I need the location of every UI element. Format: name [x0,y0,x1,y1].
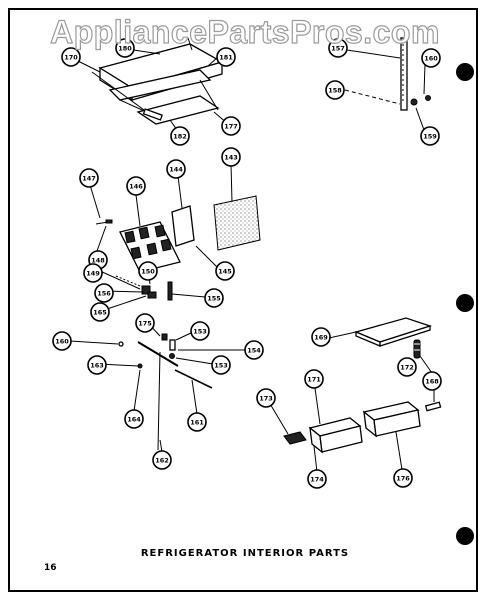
binder-hole-top [456,63,474,81]
svg-text:176: 176 [396,475,410,483]
svg-text:149: 149 [86,270,100,278]
callout-147: 147 [79,168,99,188]
callout-155: 155 [204,288,224,308]
site-watermark: AppliancePartsPros.com [49,13,440,50]
svg-text:150: 150 [141,268,155,276]
fastener-parts [118,333,213,451]
crisper-drawer-assembly [283,317,442,454]
svg-text:182: 182 [173,133,187,141]
callout-171: 171 [304,369,324,389]
svg-text:173: 173 [259,395,273,403]
callout-153: 153 [190,321,210,341]
shelf-frame-assembly [91,43,224,125]
control-panel-assembly [95,195,261,301]
svg-text:155: 155 [207,295,221,303]
svg-text:148: 148 [91,257,105,265]
svg-text:177: 177 [224,123,238,131]
callout-168: 168 [422,371,442,391]
diagram-caption: REFRIGERATOR INTERIOR PARTS [140,548,350,559]
callout-149: 149 [83,263,103,283]
vertical-rail-assembly [344,37,431,111]
callout-153-lower: 153 [211,355,231,375]
callout-164: 164 [124,409,144,429]
callout-145: 145 [215,261,235,281]
svg-text:144: 144 [169,166,183,174]
callout-158: 158 [325,80,345,100]
callout-170: 170 [61,47,81,67]
svg-text:168: 168 [425,378,439,386]
callout-160: 160 [421,48,441,68]
svg-text:154: 154 [247,347,261,355]
callout-146: 146 [126,176,146,196]
svg-text:153: 153 [214,362,228,370]
callout-172: 172 [397,357,417,377]
callout-180: 180 [115,38,135,58]
svg-text:180: 180 [118,45,132,53]
svg-text:163: 163 [90,362,104,370]
callout-169: 169 [311,327,331,347]
binder-hole-bottom [456,527,474,545]
svg-text:169: 169 [314,334,328,342]
svg-text:171: 171 [307,376,321,384]
svg-text:159: 159 [423,133,437,141]
callout-174: 174 [307,469,327,489]
svg-text:147: 147 [82,175,96,183]
callout-143: 143 [221,147,241,167]
callout-177: 177 [221,116,241,136]
callout-161: 161 [187,412,207,432]
svg-text:174: 174 [310,476,324,484]
callout-163: 163 [87,355,107,375]
svg-text:162: 162 [155,457,169,465]
svg-text:160: 160 [55,338,69,346]
callout-173: 173 [256,388,276,408]
callout-181: 181 [216,47,236,67]
svg-text:165: 165 [93,309,107,317]
svg-text:160: 160 [424,55,438,63]
binder-hole-middle [456,294,474,312]
svg-text:170: 170 [64,54,78,62]
svg-text:164: 164 [127,416,141,424]
callout-156: 156 [94,283,114,303]
svg-text:156: 156 [97,290,111,298]
page-number: 16 [44,563,57,573]
svg-text:145: 145 [218,268,232,276]
callout-150: 150 [138,261,158,281]
svg-text:172: 172 [400,364,414,372]
svg-text:175: 175 [138,320,152,328]
svg-text:181: 181 [219,54,233,62]
callout-157: 157 [328,38,348,58]
svg-text:146: 146 [129,183,143,191]
callout-154: 154 [244,340,264,360]
svg-text:157: 157 [331,45,345,53]
callout-182: 182 [170,126,190,146]
page-border [8,8,478,592]
callout-176: 176 [393,468,413,488]
svg-text:153: 153 [193,328,207,336]
callout-160-lower: 160 [52,331,72,351]
callout-144: 144 [166,159,186,179]
callout-159: 159 [420,126,440,146]
callout-162: 162 [152,450,172,470]
callout-175: 175 [135,313,155,333]
svg-text:143: 143 [224,154,238,162]
callout-165: 165 [90,302,110,322]
svg-text:161: 161 [190,419,204,427]
svg-text:158: 158 [328,87,342,95]
